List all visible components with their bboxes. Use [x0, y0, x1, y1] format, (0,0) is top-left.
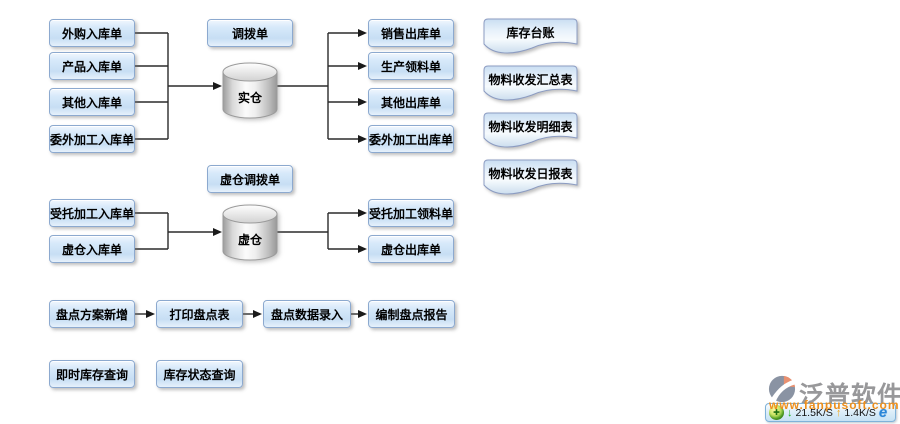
material-inout-summary-report[interactable]: 物料收发汇总表 — [483, 65, 578, 103]
virtual-warehouse-label: 虚仓 — [237, 232, 262, 247]
virtual-warehouse-cylinder: 虚仓 — [222, 204, 278, 262]
purchase-inbound-order-box[interactable]: 外购入库单 — [49, 19, 135, 47]
download-speed: 21.5K/S — [795, 406, 833, 419]
outsourced-outbound-order-box[interactable]: 委外加工出库单 — [368, 125, 454, 153]
inventory-ledger-report[interactable]: 库存台账 — [483, 18, 578, 56]
transfer-order-box[interactable]: 调拨单 — [207, 19, 293, 47]
outsourced-inbound-order-box[interactable]: 委外加工入库单 — [49, 125, 135, 153]
network-traffic-widget[interactable]: ✚ ↓ 21.5K/S ↑ 1.4K/S e — [765, 403, 896, 422]
fanpu-logo-icon — [767, 375, 797, 408]
compile-stocktake-report-box[interactable]: 编制盘点报告 — [368, 300, 455, 328]
real-warehouse-cylinder: 实仓 — [222, 62, 278, 120]
download-arrow-icon: ↓ — [787, 406, 793, 419]
other-inbound-order-box[interactable]: 其他入库单 — [49, 88, 135, 116]
other-outbound-order-box[interactable]: 其他出库单 — [368, 88, 454, 116]
upload-arrow-icon: ↑ — [835, 406, 842, 419]
security-ball-icon[interactable]: ✚ — [769, 405, 784, 420]
material-inout-detail-report[interactable]: 物料收发明细表 — [483, 112, 578, 150]
fanpu-url-watermark: www.fanpusoft.com — [769, 398, 900, 412]
stocktake-data-entry-box[interactable]: 盘点数据录入 — [263, 300, 351, 328]
virtual-inbound-order-box[interactable]: 虚仓入库单 — [49, 235, 135, 263]
entrusted-inbound-order-box[interactable]: 受托加工入库单 — [49, 199, 135, 227]
stocktake-plan-new-box[interactable]: 盘点方案新增 — [49, 300, 135, 328]
print-stocktake-sheet-box[interactable]: 打印盘点表 — [156, 300, 243, 328]
internet-explorer-icon[interactable]: e — [878, 404, 888, 421]
entrusted-requisition-order-box[interactable]: 受托加工领料单 — [368, 199, 454, 227]
upload-speed: 1.4K/S — [844, 406, 876, 419]
production-requisition-order-box[interactable]: 生产领料单 — [368, 52, 454, 80]
realtime-inventory-query-box[interactable]: 即时库存查询 — [49, 360, 135, 388]
inventory-status-query-box[interactable]: 库存状态查询 — [156, 360, 243, 388]
real-warehouse-label: 实仓 — [237, 90, 262, 105]
product-inbound-order-box[interactable]: 产品入库单 — [49, 52, 135, 80]
material-inout-daily-report[interactable]: 物料收发日报表 — [483, 159, 578, 197]
virtual-outbound-order-box[interactable]: 虚仓出库单 — [368, 235, 454, 263]
virtual-transfer-order-box[interactable]: 虚仓调拨单 — [207, 165, 293, 193]
sales-outbound-order-box[interactable]: 销售出库单 — [368, 19, 454, 47]
